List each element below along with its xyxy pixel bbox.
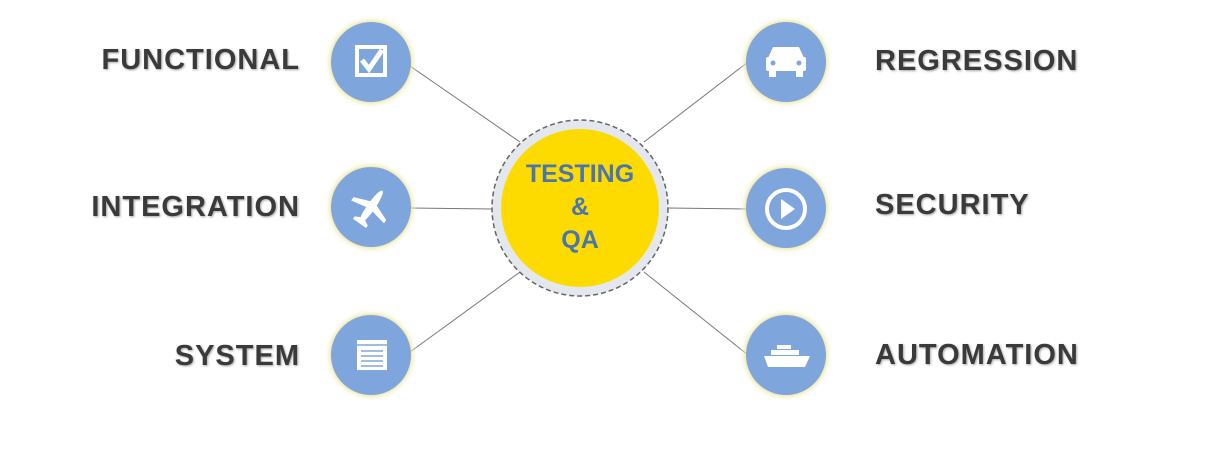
node-integration xyxy=(324,160,418,254)
label-security: SECURITY xyxy=(875,189,1030,221)
connector-functional xyxy=(409,65,521,143)
airplane-icon xyxy=(351,190,387,228)
play-circle-icon xyxy=(765,188,807,230)
notepad-icon xyxy=(357,340,387,370)
node-system xyxy=(324,308,418,402)
checkbox-icon xyxy=(355,45,387,77)
center-line-3: QA xyxy=(561,226,599,254)
node-regression xyxy=(739,15,833,109)
connector-system xyxy=(409,271,521,353)
label-automation: AUTOMATION xyxy=(875,339,1079,371)
center-title: TESTING & QA xyxy=(500,158,660,257)
label-system: SYSTEM xyxy=(174,340,300,372)
node-functional xyxy=(324,15,418,109)
connector-automation xyxy=(643,271,749,356)
label-integration: INTEGRATION xyxy=(91,191,300,223)
label-regression: REGRESSION xyxy=(875,45,1079,77)
connector-lines xyxy=(409,61,749,356)
connector-security xyxy=(667,207,749,210)
ship-icon xyxy=(764,345,810,367)
center-line-2: & xyxy=(570,193,590,221)
center-line-1: TESTING xyxy=(525,160,635,188)
car-icon xyxy=(766,47,806,77)
node-automation xyxy=(739,308,833,402)
center-node xyxy=(491,119,669,297)
connector-regression xyxy=(643,61,749,143)
label-functional: FUNCTIONAL xyxy=(101,44,300,76)
node-security xyxy=(739,161,833,255)
connector-integration xyxy=(409,207,493,210)
